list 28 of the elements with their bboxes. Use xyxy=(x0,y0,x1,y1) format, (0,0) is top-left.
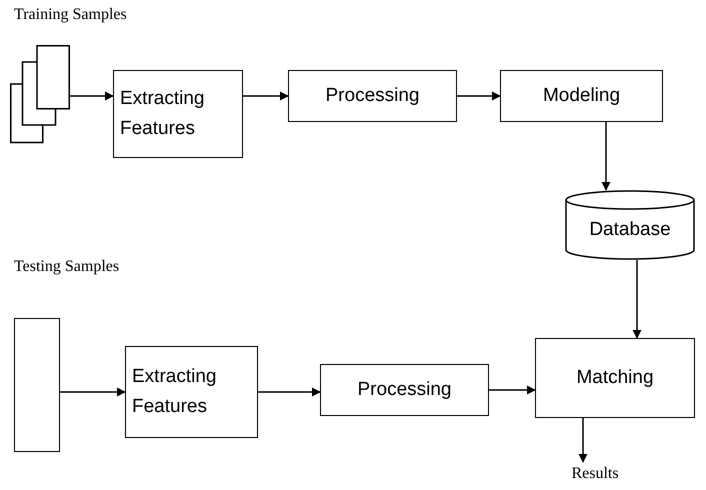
sample-caption: Training Samples xyxy=(14,6,127,24)
sample-caption: Testing Samples xyxy=(14,258,120,276)
arrow xyxy=(457,92,501,100)
process-box xyxy=(500,70,663,122)
process-box xyxy=(288,70,457,122)
box-label: Processing xyxy=(326,84,420,108)
arrow xyxy=(243,92,289,100)
process-box xyxy=(320,364,489,416)
box-label: Database xyxy=(589,218,671,242)
database-cylinder xyxy=(565,190,695,260)
box-label: Extracting Features xyxy=(132,364,218,419)
process-box xyxy=(125,346,258,438)
arrow xyxy=(578,418,588,463)
result-text: Results xyxy=(571,464,619,484)
box-label: Processing xyxy=(358,378,452,402)
box-label: Extracting Features xyxy=(120,86,206,141)
box-label: Modeling xyxy=(542,84,620,108)
arrow xyxy=(60,388,126,396)
process-box xyxy=(113,70,243,158)
arrow xyxy=(602,122,610,191)
arrow xyxy=(489,386,536,394)
box-label: Matching xyxy=(576,366,654,390)
arrow xyxy=(70,92,114,100)
arrow xyxy=(258,388,321,396)
document-box xyxy=(14,318,60,452)
arrow xyxy=(632,260,642,339)
process-box xyxy=(535,338,695,418)
document-stack xyxy=(10,45,70,143)
